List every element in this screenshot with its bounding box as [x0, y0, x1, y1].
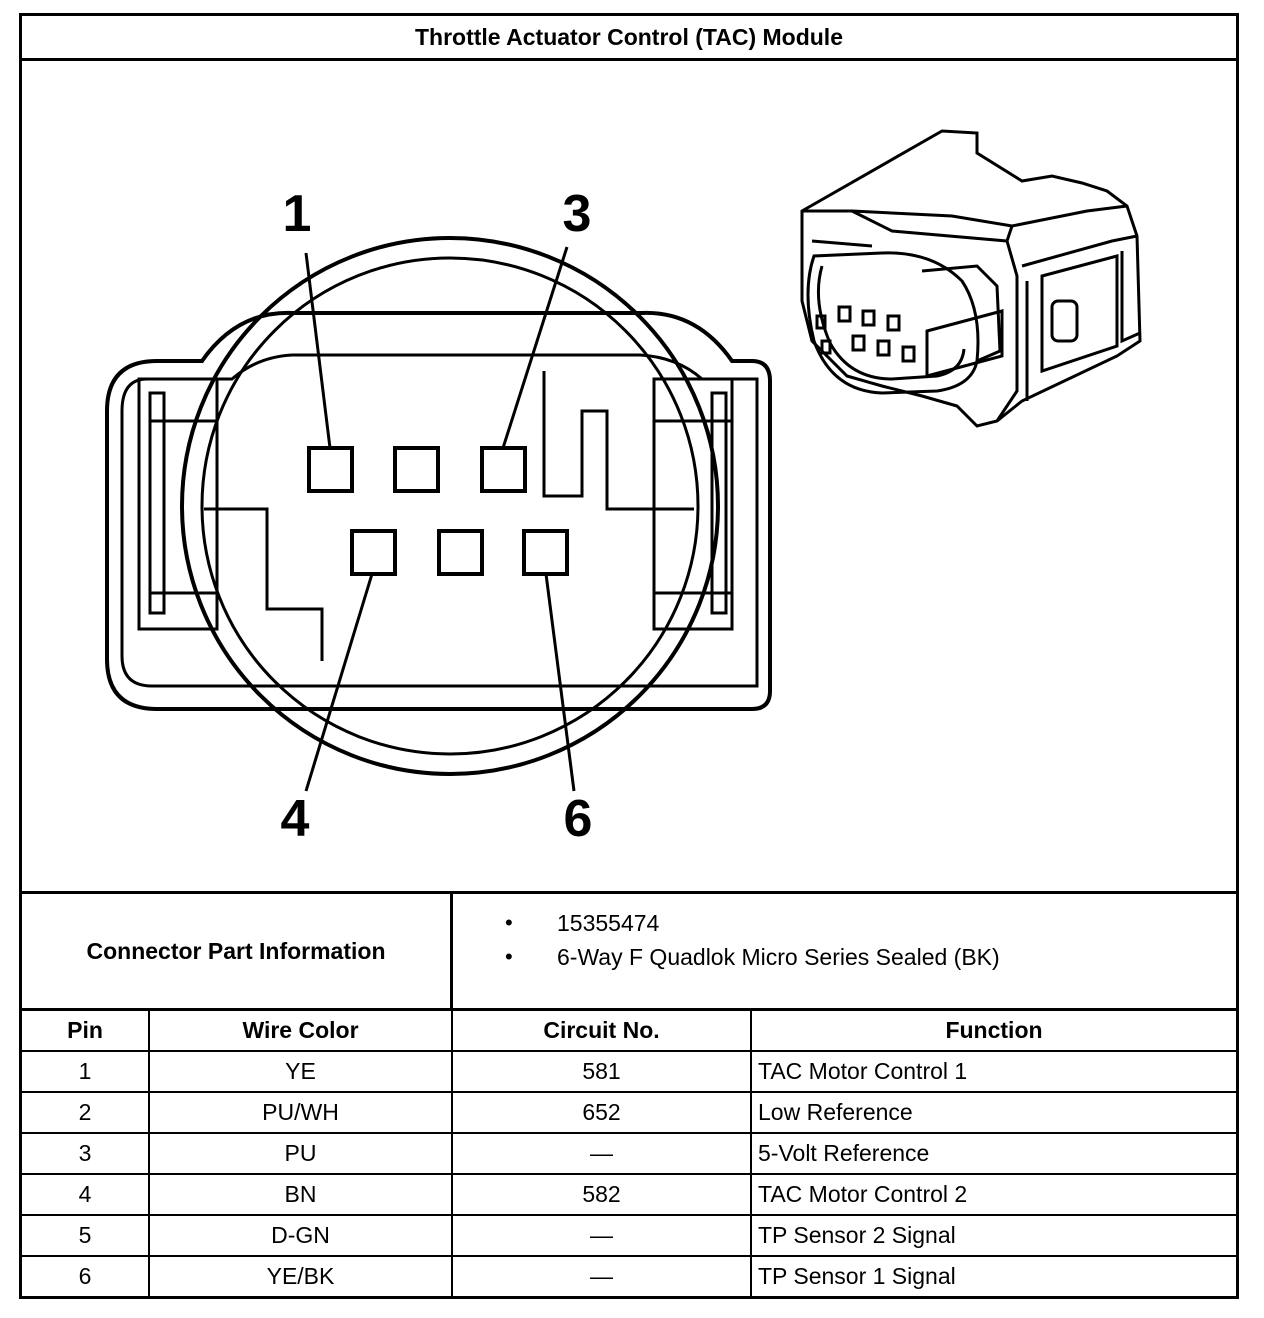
wire-color-cell: YE/BK	[148, 1255, 453, 1296]
header-circuit-no: Circuit No.	[451, 1011, 752, 1052]
wire-color-cell: BN	[148, 1173, 453, 1216]
callout-pin-6: 6	[564, 790, 593, 848]
pin-cell: 4	[22, 1173, 150, 1216]
table-row: 4 BN 582 TAC Motor Control 2	[22, 1173, 1236, 1216]
bullet-icon: •	[505, 910, 513, 935]
function-cell: TP Sensor 1 Signal	[750, 1255, 1236, 1296]
pin-cell: 2	[22, 1091, 150, 1134]
function-cell: 5-Volt Reference	[750, 1132, 1236, 1175]
wire-color-cell: PU	[148, 1132, 453, 1175]
callout-pin-1: 1	[283, 185, 312, 243]
function-cell: TP Sensor 2 Signal	[750, 1214, 1236, 1257]
table-row: 1 YE 581 TAC Motor Control 1	[22, 1050, 1236, 1093]
circuit-cell: —	[451, 1132, 752, 1175]
connector-type: 6-Way F Quadlok Micro Series Sealed (BK)	[557, 944, 1000, 970]
connector-face-view-icon: 1 3 4 6	[105, 129, 1142, 848]
connector-3d-view-icon	[800, 129, 1142, 428]
callout-pin-4: 4	[281, 790, 310, 848]
pin-cell: 1	[22, 1050, 150, 1093]
connector-info-label: Connector Part Information	[22, 894, 453, 1008]
wire-color-cell: D-GN	[148, 1214, 453, 1257]
connector-part-info: Connector Part Information • 15355474 • …	[22, 891, 1236, 1011]
table-row: 6 YE/BK — TP Sensor 1 Signal	[22, 1255, 1236, 1296]
table-row: 5 D-GN — TP Sensor 2 Signal	[22, 1214, 1236, 1257]
wire-color-cell: PU/WH	[148, 1091, 453, 1134]
circuit-cell: —	[451, 1255, 752, 1296]
function-cell: Low Reference	[750, 1091, 1236, 1134]
function-cell: TAC Motor Control 2	[750, 1173, 1236, 1216]
circuit-cell: —	[451, 1214, 752, 1257]
pin-cell: 3	[22, 1132, 150, 1175]
connector-info-list: • 15355474 • 6-Way F Quadlok Micro Serie…	[453, 894, 1236, 1020]
circuit-cell: 652	[451, 1091, 752, 1134]
callout-pin-3: 3	[563, 185, 592, 243]
circuit-cell: 581	[451, 1050, 752, 1093]
pinout-sheet: Throttle Actuator Control (TAC) Module	[19, 13, 1239, 1299]
pin-table: Pin Wire Color Circuit No. Function 1 YE…	[22, 1011, 1236, 1296]
part-number-item: • 15355474	[453, 906, 1236, 940]
header-pin: Pin	[22, 1011, 150, 1052]
function-cell: TAC Motor Control 1	[750, 1050, 1236, 1093]
part-number: 15355474	[557, 910, 660, 936]
connector-type-item: • 6-Way F Quadlok Micro Series Sealed (B…	[453, 940, 1236, 974]
table-row: 2 PU/WH 652 Low Reference	[22, 1091, 1236, 1134]
connector-diagram: 1 3 4 6	[22, 61, 1236, 891]
header-wire-color: Wire Color	[148, 1011, 453, 1052]
pin-cell: 5	[22, 1214, 150, 1257]
header-function: Function	[750, 1011, 1236, 1052]
wire-color-cell: YE	[148, 1050, 453, 1093]
pin-cell: 6	[22, 1255, 150, 1296]
bullet-icon: •	[505, 944, 513, 969]
circuit-cell: 582	[451, 1173, 752, 1216]
table-header-row: Pin Wire Color Circuit No. Function	[22, 1011, 1236, 1052]
page-title: Throttle Actuator Control (TAC) Module	[22, 16, 1236, 61]
table-row: 3 PU — 5-Volt Reference	[22, 1132, 1236, 1175]
